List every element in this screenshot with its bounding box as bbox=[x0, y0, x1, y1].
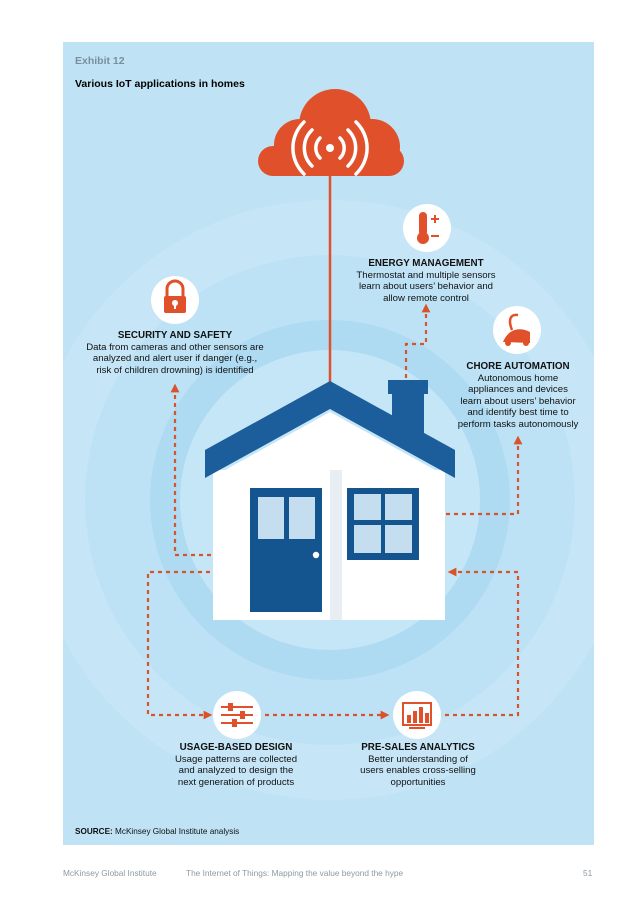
chore-line: and identify best time to bbox=[467, 407, 569, 418]
source-label: SOURCE: bbox=[75, 827, 113, 836]
chore-line: Autonomous home bbox=[477, 372, 559, 384]
chore-line: perform tasks autonomously bbox=[457, 418, 579, 430]
chore-line: learn about users’ behavior bbox=[460, 395, 576, 407]
sliders-icon bbox=[213, 691, 261, 739]
chore-automation-block: CHORE AUTOMATION Autonomous home applian… bbox=[445, 361, 591, 430]
usage-line: next generation of products bbox=[177, 776, 295, 788]
connector-usage bbox=[146, 570, 213, 720]
chore-heading: CHORE AUTOMATION bbox=[466, 361, 570, 372]
padlock-icon bbox=[151, 276, 199, 324]
connector-security bbox=[170, 383, 315, 557]
presales-line: Better understanding of bbox=[368, 753, 468, 765]
energy-management-block: ENERGY MANAGEMENT Thermostat and multipl… bbox=[340, 258, 512, 304]
presales-line: users enables cross-selling bbox=[360, 765, 476, 776]
usage-line: Usage patterns are collected bbox=[174, 753, 298, 765]
presales-line: opportunities bbox=[390, 776, 446, 788]
connector-energy bbox=[404, 303, 431, 378]
source-note: SOURCE: McKinsey Global Institute analys… bbox=[75, 827, 239, 836]
house-roof bbox=[205, 381, 455, 478]
usage-line: and analyzed to design the bbox=[178, 765, 294, 776]
connector-chore bbox=[430, 435, 523, 516]
security-heading: SECURITY AND SAFETY bbox=[117, 330, 233, 341]
energy-heading: ENERGY MANAGEMENT bbox=[368, 258, 484, 269]
security-safety-block: SECURITY AND SAFETY Data from cameras an… bbox=[72, 330, 278, 376]
energy-line: Thermostat and multiple sensors bbox=[356, 269, 496, 281]
energy-line: allow remote control bbox=[383, 292, 469, 304]
footer-report-title: The Internet of Things: Mapping the valu… bbox=[186, 868, 404, 878]
source-text: McKinsey Global Institute analysis bbox=[115, 827, 240, 836]
page-title: Various IoT applications in homes bbox=[75, 78, 245, 90]
chimney-cap bbox=[388, 380, 428, 394]
security-line: analyzed and alert user if danger (e.g., bbox=[92, 353, 258, 364]
energy-line: learn about users’ behavior and bbox=[358, 281, 494, 292]
footer-publisher: McKinsey Global Institute bbox=[63, 868, 157, 878]
presales-heading: PRE-SALES ANALYTICS bbox=[361, 742, 475, 753]
thermometer-icon bbox=[403, 204, 451, 252]
cloud-icon bbox=[258, 89, 404, 176]
pre-sales-analytics-block: PRE-SALES ANALYTICS Better understanding… bbox=[346, 742, 490, 788]
house-illustration bbox=[205, 380, 455, 620]
page-number: 51 bbox=[583, 868, 593, 878]
exhibit-label: Exhibit 12 bbox=[75, 55, 125, 67]
usage-heading: USAGE-BASED DESIGN bbox=[179, 742, 293, 753]
vacuum-cleaner-icon bbox=[493, 306, 541, 354]
bar-chart-icon bbox=[393, 691, 441, 739]
usage-based-design-block: USAGE-BASED DESIGN Usage patterns are co… bbox=[161, 742, 311, 788]
connector-feedback bbox=[445, 567, 520, 717]
door-knob bbox=[312, 551, 320, 559]
connector-lines bbox=[146, 303, 523, 720]
wifi-signal-icon bbox=[291, 120, 369, 176]
chore-line: appliances and devices bbox=[468, 384, 568, 395]
security-line: Data from cameras and other sensors are bbox=[86, 341, 264, 353]
security-line: risk of children drowning) is identified bbox=[96, 364, 254, 376]
